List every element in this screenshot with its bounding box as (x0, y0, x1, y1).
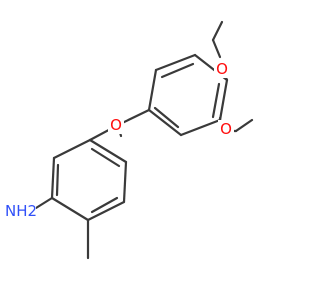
atom-label-methoxy-oxygen-mid: O (218, 120, 234, 138)
amine-nitrogen-text: N (5, 202, 16, 220)
aminomethylphenyl-ring (50, 138, 128, 222)
amine-label: NH2 (5, 202, 37, 220)
dimethoxyphenyl-ring (147, 53, 229, 137)
atom-label-amine: NH2 (5, 201, 37, 221)
methoxy-oxygen-top-label: O (216, 60, 228, 78)
methoxy-oxygen-mid-label: O (220, 120, 232, 138)
amine-group (34, 196, 54, 210)
atom-label-methoxy-oxygen-top: O (214, 60, 230, 78)
atom-label-carbonyl-oxygen: O (108, 116, 124, 134)
carbonyl-oxygen-label: O (110, 116, 122, 134)
amine-hydrogen-text: H2 (16, 202, 37, 220)
chemical-structure-diagram: O O O NH2 (5, 20, 254, 260)
